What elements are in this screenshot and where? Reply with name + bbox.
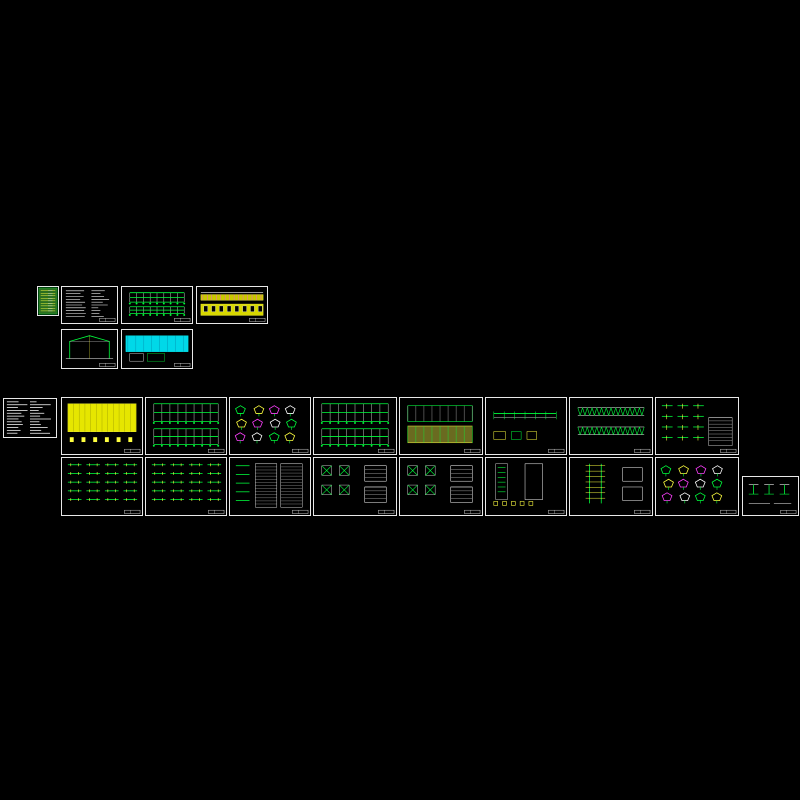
drawing-sheet-details-a[interactable] — [229, 397, 311, 455]
sheet-linework — [577, 407, 651, 453]
sheet-linework — [407, 405, 481, 453]
drawing-sheet-plan-yellow[interactable] — [61, 397, 143, 455]
sheet-linework — [65, 290, 116, 322]
drawing-sheet-section-1[interactable] — [61, 329, 118, 369]
drawing-sheet-grid-a[interactable] — [145, 397, 227, 455]
sheet-linework — [660, 465, 737, 514]
drawing-sheet-details-b[interactable] — [655, 397, 739, 455]
drawing-sheet-nodes-b[interactable] — [399, 457, 483, 516]
sheet-linework — [321, 465, 395, 514]
sheet-linework — [67, 403, 141, 453]
drawing-sheet-truss-a[interactable] — [569, 397, 653, 455]
sheet-linework — [234, 405, 309, 453]
drawing-sheet-elev-1[interactable] — [196, 286, 268, 324]
drawing-sheet-nodes-c[interactable] — [485, 457, 567, 516]
sheet-linework — [320, 403, 395, 453]
sheet-linework — [67, 463, 141, 514]
sheet-linework — [661, 403, 737, 453]
drawing-sheet-details-c[interactable] — [655, 457, 739, 516]
sheet-linework — [38, 287, 58, 315]
drawing-sheet-small-a[interactable] — [742, 476, 799, 516]
drawing-sheet-nodes-d[interactable] — [569, 457, 653, 516]
drawing-sheet-notes-2[interactable] — [3, 398, 57, 438]
sheet-linework — [493, 463, 565, 514]
sheet-linework — [235, 463, 309, 514]
sheet-linework — [151, 463, 225, 514]
sheet-linework — [200, 292, 266, 322]
drawing-sheet-grid-b[interactable] — [313, 397, 397, 455]
sheet-linework — [128, 292, 191, 322]
sheet-linework — [6, 401, 51, 434]
sheet-linework — [748, 484, 797, 514]
drawing-sheet-notes-1[interactable] — [61, 286, 118, 324]
drawing-sheet-rows-b[interactable] — [145, 457, 227, 516]
drawing-sheet-frame-c[interactable] — [485, 397, 567, 455]
drawing-sheet-table-a[interactable] — [229, 457, 311, 516]
drawing-sheet-plan-1[interactable] — [121, 286, 193, 324]
drawing-sheet-nodes-a[interactable] — [313, 457, 397, 516]
sheet-linework — [585, 463, 651, 514]
sheet-linework — [493, 411, 565, 453]
drawing-sheet-plan-mixed[interactable] — [399, 397, 483, 455]
sheet-linework — [125, 335, 191, 367]
drawing-sheet-rows-a[interactable] — [61, 457, 143, 516]
sheet-linework — [152, 403, 225, 453]
drawing-sheet-cover[interactable] — [37, 286, 59, 316]
drawing-sheet-plan-cyan[interactable] — [121, 329, 193, 369]
sheet-linework — [407, 465, 481, 514]
sheet-linework — [65, 335, 116, 367]
